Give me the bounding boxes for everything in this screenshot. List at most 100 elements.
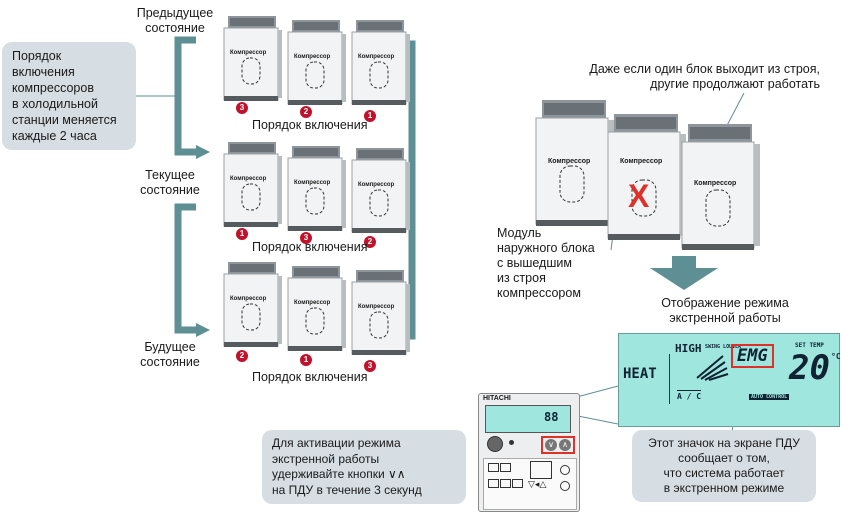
remote-callout-line: Для активации режима (272, 436, 401, 450)
timer-button[interactable] (488, 479, 499, 488)
bracket-arrow-1 (174, 36, 198, 156)
bracket-arrowhead-2 (196, 323, 210, 337)
emg-indicator: EMG (731, 344, 774, 368)
bracket-arrowhead-1 (196, 145, 210, 159)
state-current-line: состояние (140, 183, 200, 197)
ok-button[interactable] (560, 481, 570, 491)
cycle-callout-line: Порядок (12, 49, 62, 63)
set-temp-label: SET TEMP (795, 342, 824, 349)
run-lamp (509, 440, 514, 445)
reset-button[interactable] (560, 465, 570, 475)
compressor-unit: Компрессор (286, 146, 346, 237)
failed-module-line: наружного блока (497, 241, 595, 255)
unit-label: Компрессор (294, 300, 331, 306)
mode-button[interactable] (488, 463, 499, 472)
state-future: Будущее состояние (130, 340, 210, 370)
compressor-unit: Компрессор (222, 142, 282, 233)
state-previous-line: состояние (145, 21, 205, 35)
unit-label: Компрессор (230, 50, 267, 56)
remote-callout: Для активации режима экстренной работы у… (262, 430, 466, 504)
emergency-display: HEAT HIGH SWING LOUVER A / C EMG SET TEM… (618, 333, 841, 427)
compressor-unit: Компрессор (286, 266, 346, 357)
order-badge: 1 (236, 228, 248, 240)
display-callout-line: что система работает (663, 466, 785, 480)
remote-controller: HITACHI 88 ∨ ∧ ▽◂△ (478, 393, 580, 512)
display-caption-line: экстренной работы (669, 311, 781, 325)
unit-label: Компрессор (548, 158, 591, 165)
outdoor-unit: Компрессор (680, 124, 760, 257)
cycle-callout-line: компрессоров (12, 81, 94, 95)
failed-module-line: компрессором (497, 286, 581, 300)
heat-indicator: HEAT (623, 366, 657, 382)
display-callout-line: в экстренном режиме (663, 481, 785, 495)
compressor-unit: Компрессор (350, 148, 410, 239)
cursor-arrows-icon[interactable]: ▽◂△ (528, 479, 547, 489)
compressor-unit: Компрессор (222, 262, 282, 353)
louver-button[interactable] (500, 479, 511, 488)
remote-callout-line: удерживайте кнопки ∨∧ (272, 467, 406, 481)
order-badge: 2 (300, 106, 312, 118)
state-previous-line: Предыдущее (136, 6, 214, 20)
high-indicator: HIGH (675, 342, 702, 355)
unit-label: Компрессор (230, 176, 267, 182)
compressor-unit: Компрессор (286, 20, 346, 111)
failure-caption-line: Даже если один блок выходит из строя, (589, 62, 820, 76)
display-callout-line: Этот значок на экране ПДУ (648, 436, 800, 450)
power-button[interactable] (487, 436, 503, 452)
temperature-value: 20 (789, 348, 830, 388)
cursor-pad[interactable] (530, 461, 552, 479)
order-label: Порядок включения (252, 118, 368, 132)
unit-label: Компрессор (620, 158, 663, 165)
cycle-callout-line: каждые 2 часа (12, 129, 97, 143)
order-label: Порядок включения (252, 240, 368, 254)
check-button[interactable] (512, 479, 523, 488)
ac-indicator: A / C (677, 390, 702, 401)
failure-caption-line: другие продолжают работать (650, 77, 820, 91)
remote-button-panel: ▽◂△ (483, 458, 577, 510)
order-badge: 2 (364, 236, 376, 248)
order-badge: 3 (364, 360, 376, 372)
fan-button[interactable] (500, 463, 511, 472)
unit-label: Компрессор (358, 304, 395, 310)
unit-label: Компрессор (358, 182, 395, 188)
display-callout: Этот значок на экране ПДУ сообщает о том… (632, 430, 816, 502)
unit-label: Компрессор (294, 180, 331, 186)
order-badge: 2 (236, 350, 248, 362)
up-button[interactable]: ∧ (559, 439, 571, 451)
temperature-unit: °C (831, 352, 841, 361)
remote-lcd-digits: 88 (544, 410, 559, 424)
failure-caption: Даже если один блок выходит из строя, др… (530, 62, 820, 92)
order-badge: 3 (300, 232, 312, 244)
state-future-line: состояние (140, 355, 200, 369)
unit-label: Компрессор (294, 54, 331, 60)
order-badge: 1 (300, 354, 312, 366)
order-badge: 3 (236, 102, 248, 114)
divider (669, 354, 670, 404)
unit-body (223, 16, 282, 101)
brand-logo: HITACHI (483, 395, 511, 402)
state-current: Текущее состояние (130, 168, 210, 198)
swing-louver-indicator: SWING LOUVER (705, 344, 742, 350)
cycle-callout: Порядок включения компрессоров в холодил… (2, 42, 136, 150)
display-caption: Отображение режима экстренной работы (630, 296, 820, 326)
unit-label: Компрессор (694, 180, 737, 187)
cycle-callout-line: включения (12, 65, 75, 79)
compressor-unit: Компрессор (222, 16, 282, 107)
state-current-line: Текущее (145, 168, 195, 182)
cycle-callout-line: станции меняется (12, 113, 117, 127)
failed-module-line: из строя (497, 271, 546, 285)
order-badge: 1 (364, 110, 376, 122)
auto-control-indicator: AUTO CONTROL (749, 394, 790, 400)
remote-lcd: 88 (485, 405, 571, 433)
state-future-line: Будущее (144, 340, 196, 354)
compressor-unit: Компрессор (350, 20, 410, 111)
failed-module-line: Модуль (497, 226, 542, 240)
unit-label: Компрессор (358, 54, 395, 60)
display-callout-line: сообщает о том, (678, 451, 770, 465)
bracket-arrow-2 (174, 203, 198, 334)
cycle-callout-line: в холодильной (12, 97, 98, 111)
down-button[interactable]: ∨ (545, 439, 557, 451)
louver-icon (696, 355, 729, 381)
unit-label: Компрессор (230, 296, 267, 302)
remote-callout-line: экстренной работы (272, 451, 380, 466)
